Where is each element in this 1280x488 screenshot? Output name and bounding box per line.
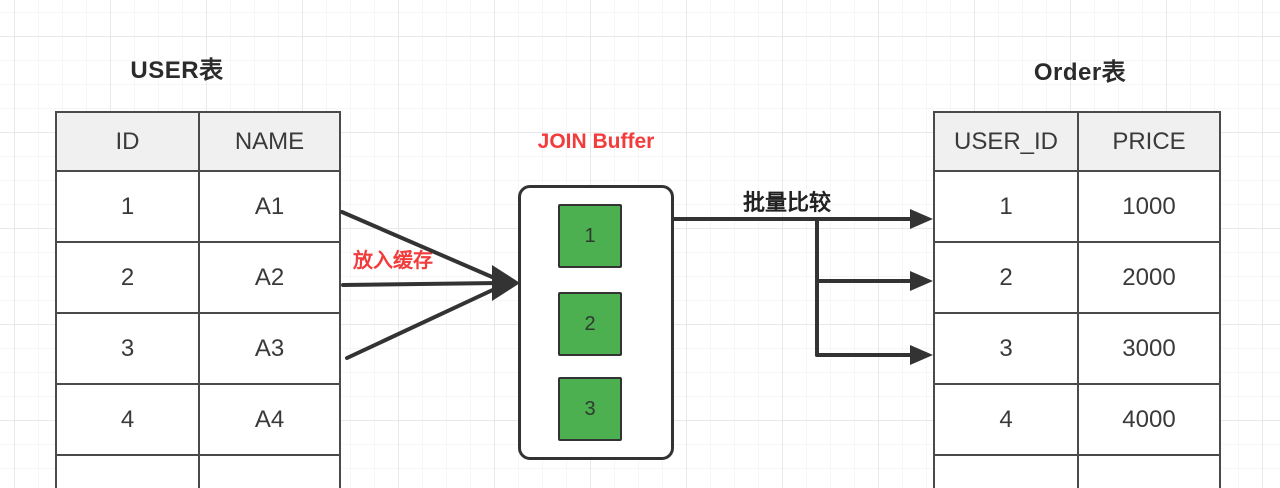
- order-row-1-price: 1000: [1077, 170, 1221, 243]
- buffer-slot-3: 3: [558, 377, 622, 441]
- arrowhead-order-row1: [910, 209, 933, 229]
- table-row-partial: [55, 454, 341, 488]
- arrow-user-rows-to-buffer: [340, 210, 520, 360]
- join-buffer-box: 1 2 3: [518, 185, 674, 460]
- user-row-3-name: A3: [198, 312, 341, 385]
- user-row-4-name: A4: [198, 383, 341, 456]
- user-table-header-row: ID NAME: [55, 111, 341, 172]
- user-row-5-name: [198, 454, 341, 488]
- order-row-2-price: 2000: [1077, 241, 1221, 314]
- user-row-4-id: 4: [55, 383, 200, 456]
- arrow-branch-to-order-row3: [815, 345, 933, 365]
- user-table-header-id: ID: [55, 111, 200, 172]
- table-row: 3 3000: [933, 312, 1221, 385]
- put-into-cache-label: 放入缓存: [353, 250, 433, 272]
- user-row-1-name: A1: [198, 170, 341, 243]
- user-row-5-id: [55, 454, 200, 488]
- buffer-slot-1: 1: [558, 204, 622, 268]
- arrow-branch-to-order-row2: [815, 271, 933, 291]
- arrowhead-order-row2: [910, 271, 933, 291]
- order-row-5-user-id: [933, 454, 1079, 488]
- order-table: USER_ID PRICE 1 1000 2 2000 3 3000 4 400…: [933, 111, 1221, 488]
- table-row: 2 A2: [55, 241, 341, 314]
- table-row: 1 1000: [933, 170, 1221, 243]
- user-table-header-name: NAME: [198, 111, 341, 172]
- user-table-title: USER表: [130, 57, 224, 84]
- order-table-header-user-id: USER_ID: [933, 111, 1079, 172]
- order-table-header-row: USER_ID PRICE: [933, 111, 1221, 172]
- order-row-4-user-id: 4: [933, 383, 1079, 456]
- batch-compare-label: 批量比较: [743, 190, 832, 215]
- order-row-3-price: 3000: [1077, 312, 1221, 385]
- user-row-2-name: A2: [198, 241, 341, 314]
- user-row-2-id: 2: [55, 241, 200, 314]
- table-row: 4 4000: [933, 383, 1221, 456]
- table-row: 4 A4: [55, 383, 341, 456]
- order-table-header-price: PRICE: [1077, 111, 1221, 172]
- order-row-5-price: [1077, 454, 1221, 488]
- arrowhead-into-buffer: [492, 265, 520, 301]
- order-table-title: Order表: [1033, 59, 1127, 86]
- order-row-2-user-id: 2: [933, 241, 1079, 314]
- join-buffer-label: JOIN Buffer: [537, 130, 655, 153]
- user-row-3-id: 3: [55, 312, 200, 385]
- table-row: 2 2000: [933, 241, 1221, 314]
- order-row-4-price: 4000: [1077, 383, 1221, 456]
- user-row-1-id: 1: [55, 170, 200, 243]
- table-row: 1 A1: [55, 170, 341, 243]
- buffer-slot-2: 2: [558, 292, 622, 356]
- table-row-partial: [933, 454, 1221, 488]
- user-table: ID NAME 1 A1 2 A2 3 A3 4 A4: [55, 111, 341, 488]
- order-row-3-user-id: 3: [933, 312, 1079, 385]
- arrowhead-order-row3: [910, 345, 933, 365]
- order-row-1-user-id: 1: [933, 170, 1079, 243]
- table-row: 3 A3: [55, 312, 341, 385]
